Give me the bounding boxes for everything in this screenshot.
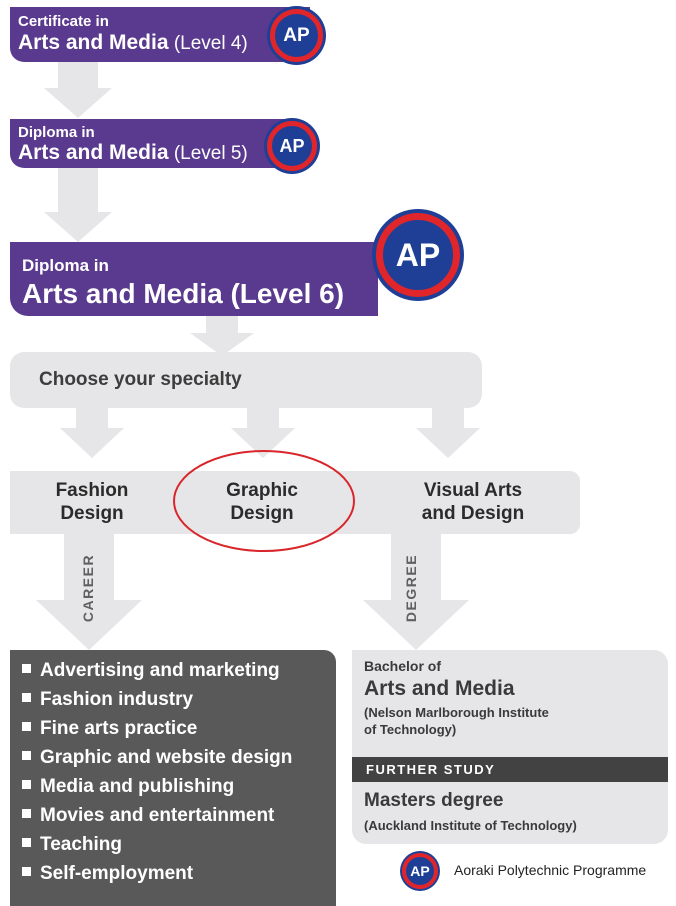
bullet-square-icon	[22, 867, 31, 877]
arrow-level5-to-level6	[44, 168, 112, 242]
level6-prefix: Diploma in	[22, 256, 109, 275]
graphic-design-highlight	[173, 450, 355, 552]
arrow-degree	[363, 534, 469, 650]
arrow-level4-to-level5	[44, 62, 112, 118]
degree-title: Arts and Media	[364, 677, 515, 700]
degree-institution-1: (Nelson Marlborough Institute	[364, 705, 549, 720]
degree-prefix: Bachelor of	[364, 658, 442, 674]
bullet-square-icon	[22, 664, 31, 674]
level5-ap-badge: AP	[267, 121, 317, 171]
choose-specialty-label: Choose your specialty	[39, 369, 242, 390]
level6-title: Arts and Media (Level 6)	[22, 278, 345, 309]
level5-badge-text: AP	[279, 135, 305, 156]
career-label: CAREER	[80, 553, 96, 623]
specialty-graphic-line2: Design	[230, 503, 294, 524]
level5-title-line: Arts and Media (Level 5)	[18, 141, 248, 166]
level5-prefix: Diploma in	[18, 124, 95, 141]
career-item: Fashion industry	[22, 685, 292, 714]
bullet-square-icon	[22, 809, 31, 819]
level6-box: Diploma in Arts and Media (Level 6)	[10, 242, 378, 316]
career-item: Advertising and marketing	[22, 656, 292, 685]
bullet-square-icon	[22, 780, 31, 790]
career-box: Advertising and marketing Fashion indust…	[10, 650, 336, 906]
legend-text: Aoraki Polytechnic Programme	[454, 862, 647, 878]
specialty-graphic: Graphic Design	[204, 479, 320, 525]
career-list: Advertising and marketing Fashion indust…	[22, 656, 292, 888]
level6-ap-badge: AP	[376, 213, 460, 297]
level5-title: Arts and Media	[18, 141, 169, 164]
career-item: Teaching	[22, 830, 292, 859]
bullet-square-icon	[22, 722, 31, 732]
further-study-bar: FURTHER STUDY	[352, 757, 668, 782]
level4-title: Arts and Media	[18, 31, 169, 54]
specialty-visual-line1: Visual Arts	[423, 480, 523, 501]
specialty-visual-arts: Visual Arts and Design	[400, 479, 546, 525]
career-item: Fine arts practice	[22, 714, 292, 743]
degree-label: DEGREE	[403, 553, 419, 623]
level4-box: Certificate in Arts and Media (Level 4)	[10, 7, 310, 62]
arrow-to-visual	[416, 408, 480, 458]
legend-badge-text: AP	[410, 863, 430, 879]
career-item: Movies and entertainment	[22, 801, 292, 830]
specialty-fashion-line2: Design	[60, 503, 124, 524]
level5-level: (Level 5)	[173, 143, 248, 164]
arrow-to-graphic	[231, 408, 295, 458]
level4-badge-text: AP	[283, 24, 310, 46]
career-item: Media and publishing	[22, 772, 292, 801]
bullet-square-icon	[22, 693, 31, 703]
arrow-career	[36, 534, 142, 650]
further-study-label: FURTHER STUDY	[366, 762, 496, 777]
masters-institution: (Auckland Institute of Technology)	[364, 818, 577, 833]
specialties-row	[10, 471, 580, 534]
specialty-visual-line2: and Design	[421, 503, 525, 524]
level4-prefix: Certificate in	[18, 13, 109, 30]
level4-title-line: Arts and Media (Level 4)	[18, 31, 248, 56]
arrow-to-fashion	[60, 408, 124, 458]
level5-box: Diploma in Arts and Media (Level 5)	[10, 119, 296, 168]
specialty-fashion: Fashion Design	[34, 479, 150, 525]
choose-specialty-box: Choose your specialty	[10, 352, 482, 408]
level4-level: (Level 4)	[173, 33, 248, 54]
degree-box: Bachelor of Arts and Media (Nelson Marlb…	[352, 650, 668, 844]
bullet-square-icon	[22, 751, 31, 761]
specialty-graphic-line1: Graphic	[226, 480, 298, 501]
level4-ap-badge: AP	[270, 9, 323, 62]
degree-institution-2: of Technology)	[364, 722, 457, 737]
arrow-level6-to-choose	[190, 316, 254, 356]
legend-ap-badge: AP	[402, 853, 438, 889]
career-item: Self-employment	[22, 859, 292, 888]
bullet-square-icon	[22, 838, 31, 848]
career-item: Graphic and website design	[22, 743, 292, 772]
level6-badge-text: AP	[395, 236, 441, 273]
masters-title: Masters degree	[364, 790, 504, 811]
specialty-fashion-line1: Fashion	[55, 480, 129, 501]
